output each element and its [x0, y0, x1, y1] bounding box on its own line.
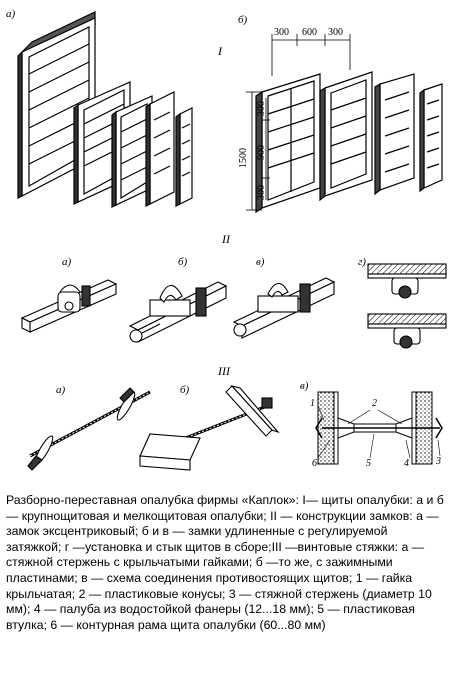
label-section-2-v: в) — [256, 256, 265, 268]
callout-6: 6 — [312, 458, 317, 469]
opposing-panels-scheme — [315, 391, 443, 465]
panel-joint-assembly — [367, 263, 447, 349]
formwork-diagram — [17, 11, 447, 471]
clamp-eccentric — [20, 279, 118, 333]
callout-3: 3 — [436, 456, 441, 467]
dim-width-600: 600 — [302, 27, 317, 38]
callout-5: 5 — [366, 458, 371, 469]
callout-1: 1 — [310, 398, 315, 409]
panel-small-b2 — [319, 71, 373, 202]
panel-small-b4 — [419, 83, 443, 193]
dim-width-300-left: 300 — [274, 27, 289, 38]
label-section-2: II — [222, 232, 230, 246]
callout-4: 4 — [404, 458, 409, 469]
label-section-2-b: б) — [178, 256, 188, 268]
dim-height-900: 900 — [256, 145, 267, 160]
panel-small-b1 — [255, 73, 321, 214]
dim-height-300-bottom: 300 — [256, 185, 267, 200]
label-section-3-b: б) — [180, 384, 190, 396]
dim-width-300-right: 300 — [328, 27, 343, 38]
label-section-1: I — [218, 44, 222, 58]
label-section-1-b: б) — [238, 14, 248, 26]
dimension-lines — [246, 34, 351, 211]
callout-2: 2 — [372, 398, 377, 409]
dim-height-300-top: 300 — [256, 101, 267, 116]
label-section-3-a: а) — [56, 384, 66, 396]
tie-rod-wing-nuts — [27, 387, 151, 471]
label-section-3: III — [218, 364, 230, 378]
panels-small-set — [246, 34, 443, 214]
tie-rod-clamp-plates — [139, 385, 280, 471]
panels-large-set — [17, 11, 193, 208]
panel-large-a5 — [175, 107, 193, 207]
clamp-extended-b — [128, 281, 228, 343]
clamp-extended-v — [232, 277, 336, 339]
panel-large-a4 — [145, 91, 175, 207]
panel-large-a3 — [111, 95, 153, 208]
panel-small-b3 — [374, 73, 415, 196]
label-section-3-v: в) — [300, 380, 309, 392]
label-section-1-a: а) — [6, 8, 16, 20]
label-section-2-g: г) — [358, 256, 366, 268]
dim-height-1500: 1500 — [238, 148, 249, 168]
figure-caption: Разборно-переставная опалубка фирмы «Кап… — [6, 493, 444, 632]
label-section-2-a: а) — [62, 256, 72, 268]
